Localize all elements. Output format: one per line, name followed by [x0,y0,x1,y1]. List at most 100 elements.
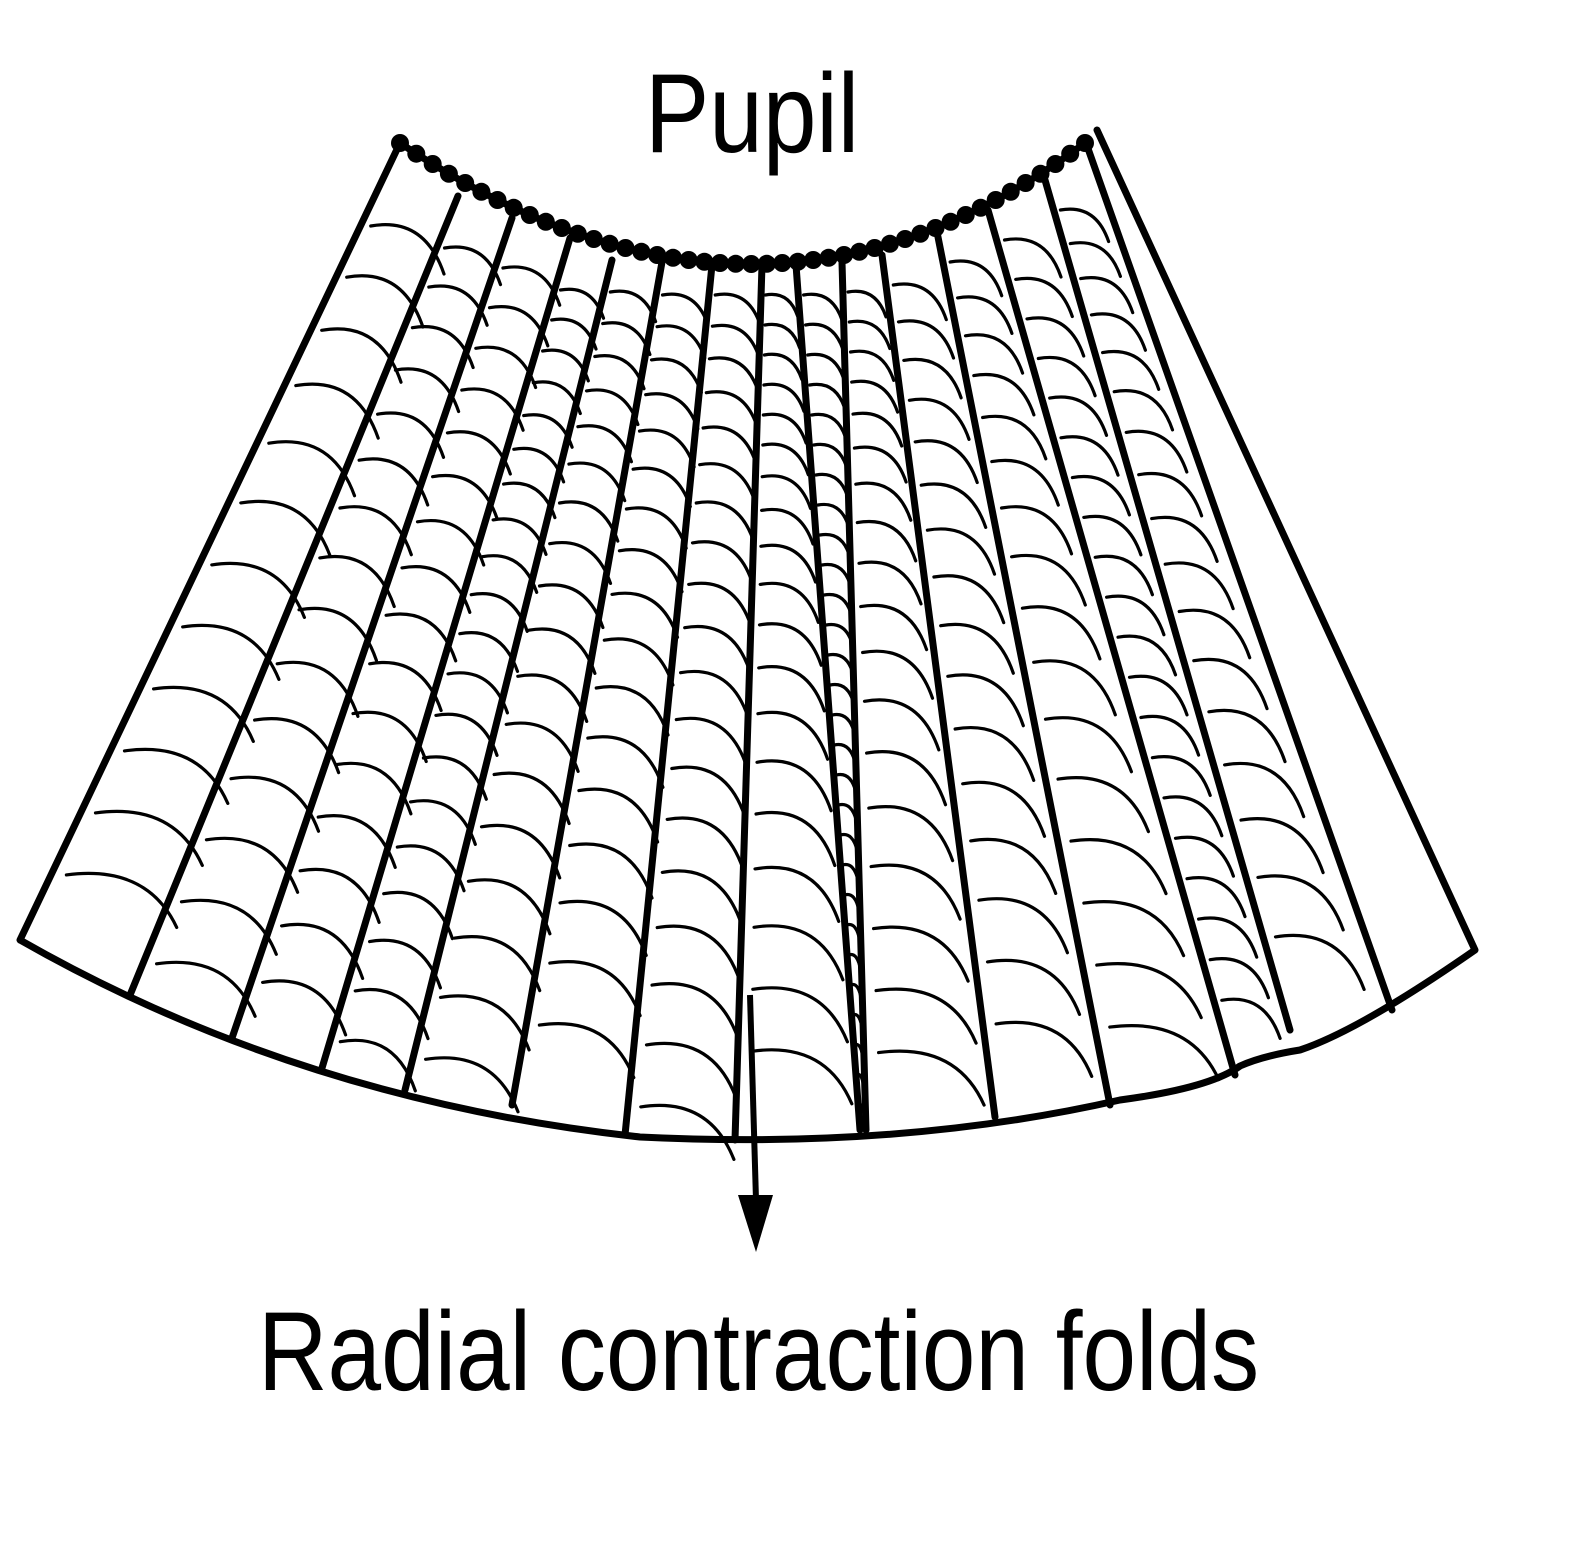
fold-arc [674,716,748,767]
fold-arc [1139,714,1201,757]
fold-arc [806,352,846,381]
fold-arc [1058,207,1111,244]
fold-arc [1273,933,1366,991]
fold-arc [504,721,580,773]
fold-arc [660,292,710,327]
fold-arc [946,673,1025,728]
outer-boundary-curve [18,936,1477,1144]
fold-arc [427,284,489,327]
fold-arc [859,603,929,652]
pupil-bead [632,242,651,261]
fold-arc [253,717,341,775]
fold-arc [1089,312,1147,352]
fold-arc [1014,276,1074,319]
fold-arc [479,823,562,880]
pupil-bead [1031,164,1050,183]
fold-arc [474,345,538,390]
pupil-bead [926,219,945,237]
fold-arc [1070,475,1131,517]
fold-arc [961,780,1047,838]
fold-arc [759,543,818,584]
fold-arc [972,372,1036,417]
fold-arc [624,506,688,550]
radial-line [838,258,870,1134]
fold-arc [1173,835,1235,878]
pupil-bead [679,251,698,269]
fold-arc [755,759,833,813]
fold-arc [637,428,696,469]
fold-arc [1082,514,1143,557]
fold-arc [1069,838,1168,896]
pupil-bead [520,206,539,224]
radial-contraction-folds-label: Radial contraction folds [258,1289,1260,1414]
fold-arc [1068,241,1122,278]
fold-arc [584,388,640,427]
fold-arc [713,292,762,326]
fold-arc [977,897,1069,955]
fold-arc [850,379,900,414]
pupil-bead [911,224,930,243]
fold-arc [152,685,255,743]
fold-arc [644,1041,738,1099]
radial-line [126,192,462,999]
pupil-label: Pupil [645,51,860,176]
fold-arc [857,560,923,606]
fold-arc [1177,608,1252,660]
pupil-bead [1076,134,1094,152]
fold-arc [431,474,499,521]
fold-arc [756,710,830,761]
fold-arc [1197,916,1259,959]
fold-arc [1043,716,1133,774]
fold-arc [701,425,758,464]
fold-arc [919,482,988,529]
fold-arc [855,519,918,563]
fold-arc [601,321,652,357]
fold-arc [393,367,461,414]
fold-arc [631,466,692,509]
fold-arc [679,669,750,719]
fold-arc [334,761,413,816]
pupil-bead [1061,144,1080,163]
fold-arc [854,481,913,522]
fold-arc [925,527,997,576]
fold-arc [874,987,978,1045]
pupil-bead [488,191,507,209]
fold-arc [179,898,278,956]
fold-arc [345,274,425,329]
fold-arc [762,352,804,381]
fold-arc [617,548,684,594]
fold-arc [851,411,904,448]
fold-arc [639,1103,736,1161]
fold-arc [610,591,680,639]
fold-arc [1137,472,1204,518]
fold-arc [338,505,413,557]
fold-arc [832,742,857,764]
fold-arc [1036,355,1097,398]
fold-arc [1079,276,1135,315]
fold-arc [846,289,888,319]
fold-arc [828,682,855,704]
fold-arc [665,816,745,871]
pupil-bead [439,164,458,183]
radial-line [792,261,864,1134]
fold-arc [694,500,755,542]
fold-arc [865,750,948,807]
fold-arc [280,922,365,980]
fold-arc [896,319,956,360]
fold-arc [1105,594,1166,637]
radial-line [731,261,766,1144]
pupil-bead [880,234,899,253]
fold-arc [1082,900,1186,958]
fold-arc [683,624,751,672]
fold-arc [577,787,660,844]
fold-arc [761,442,810,477]
arrow-down-icon [738,994,773,1252]
fold-arc [1256,874,1345,932]
fold-arc [852,445,908,484]
fold-arc [754,811,837,868]
fold-arc [704,390,759,428]
fold-arc [294,382,380,440]
pupil-bead [568,224,587,243]
pupil-bead [664,248,682,267]
